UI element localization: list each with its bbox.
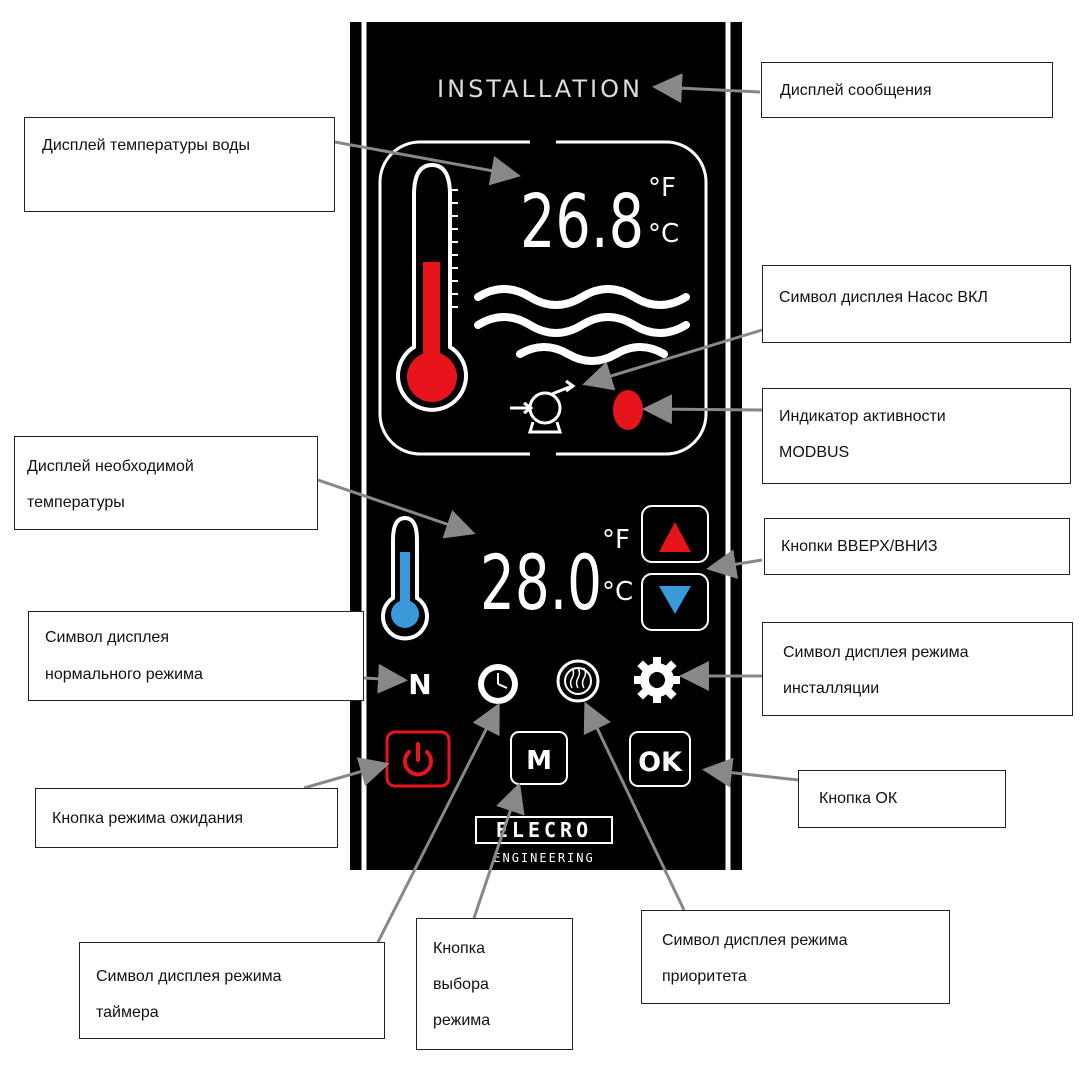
label-mode-select-2: выбора: [433, 976, 489, 993]
down-button[interactable]: [641, 573, 709, 631]
brand-logo: ELECRO ENGINEERING: [475, 816, 613, 865]
label-priority-mode-2: приоритета: [662, 968, 747, 985]
callout-standby: Кнопка режима ожидания: [35, 788, 338, 848]
label-normal-mode-2: нормального режима: [45, 666, 203, 683]
callout-up-down: Кнопки ВВЕРХ/ВНИЗ: [764, 518, 1070, 575]
callout-mode-select: Кнопка выбора режима: [416, 918, 573, 1050]
normal-mode-icon: N: [408, 668, 431, 701]
label-standby: Кнопка режима ожидания: [52, 810, 244, 827]
label-up-down: Кнопки ВВЕРХ/ВНИЗ: [781, 538, 938, 555]
label-priority-mode-1: Символ дисплея режима: [662, 932, 848, 949]
installation-mode-gear-icon: [634, 657, 680, 703]
label-install-mode-2: инсталляции: [783, 680, 880, 697]
unit-celsius: °C: [648, 219, 679, 249]
label-timer-mode-1: Символ дисплея режима: [96, 968, 282, 985]
ok-button[interactable]: OK: [629, 731, 691, 787]
label-mode-select-3: режима: [433, 1012, 491, 1029]
callout-modbus: Индикатор активности MODBUS: [762, 388, 1071, 484]
priority-mode-icon: [556, 659, 600, 703]
standby-button[interactable]: [385, 730, 451, 788]
mode-select-button[interactable]: M: [510, 731, 568, 785]
thermometer-blue-icon: [381, 515, 429, 641]
callout-water-temp: Дисплей температуры воды: [24, 117, 335, 212]
callout-arrows: [303, 73, 799, 943]
arrow-up-icon: [659, 522, 691, 552]
callout-message-display: Дисплей сообщения: [761, 62, 1053, 118]
timer-mode-icon: [478, 664, 518, 704]
unit-fahrenheit: °F: [648, 173, 676, 203]
callout-priority-mode: Символ дисплея режима приоритета: [641, 910, 950, 1004]
callout-normal-mode: Символ дисплея нормального режима: [28, 611, 364, 701]
label-normal-mode-1: Символ дисплея: [45, 629, 169, 646]
callout-pump-symbol: Символ дисплея Насос ВКЛ: [762, 265, 1071, 343]
pump-icon: [510, 379, 576, 434]
water-waves-icon: [474, 285, 690, 365]
brand-name: ELECRO: [496, 818, 592, 842]
set-temperature-value: 28.0: [480, 538, 602, 627]
callout-required-temp: Дисплей необходимой температуры: [14, 436, 318, 530]
set-unit-fahrenheit: °F: [602, 525, 630, 555]
ok-label: OK: [638, 747, 683, 778]
arrow-down-icon: [659, 586, 691, 614]
modbus-indicator: [613, 390, 643, 430]
label-modbus-2: MODBUS: [779, 444, 850, 461]
label-timer-mode-2: таймера: [96, 1004, 159, 1021]
callout-ok-button: Кнопка ОК: [798, 770, 1006, 828]
water-temperature-value: 26.8: [520, 179, 644, 265]
power-icon: [403, 750, 433, 777]
set-unit-celsius: °C: [602, 577, 633, 607]
label-required-temp-2: температуры: [27, 494, 125, 511]
brand-subtitle: ENGINEERING: [493, 851, 594, 865]
mode-select-label: M: [526, 746, 552, 776]
callout-timer-mode: Символ дисплея режима таймера: [79, 942, 385, 1039]
message-display: INSTALLATION: [437, 75, 643, 103]
label-ok-button: Кнопка ОК: [819, 790, 898, 807]
label-message-display: Дисплей сообщения: [780, 82, 932, 99]
callout-install-mode: Символ дисплея режима инсталляции: [762, 622, 1073, 716]
thermometer-red-icon: [396, 162, 468, 412]
label-water-temp: Дисплей температуры воды: [42, 137, 250, 154]
label-required-temp-1: Дисплей необходимой: [27, 458, 194, 475]
label-modbus-1: Индикатор активности: [779, 408, 946, 425]
up-button[interactable]: [641, 505, 709, 563]
label-pump-symbol: Символ дисплея Насос ВКЛ: [779, 289, 988, 306]
label-mode-select-1: Кнопка: [433, 940, 485, 957]
label-install-mode-1: Символ дисплея режима: [783, 644, 969, 661]
